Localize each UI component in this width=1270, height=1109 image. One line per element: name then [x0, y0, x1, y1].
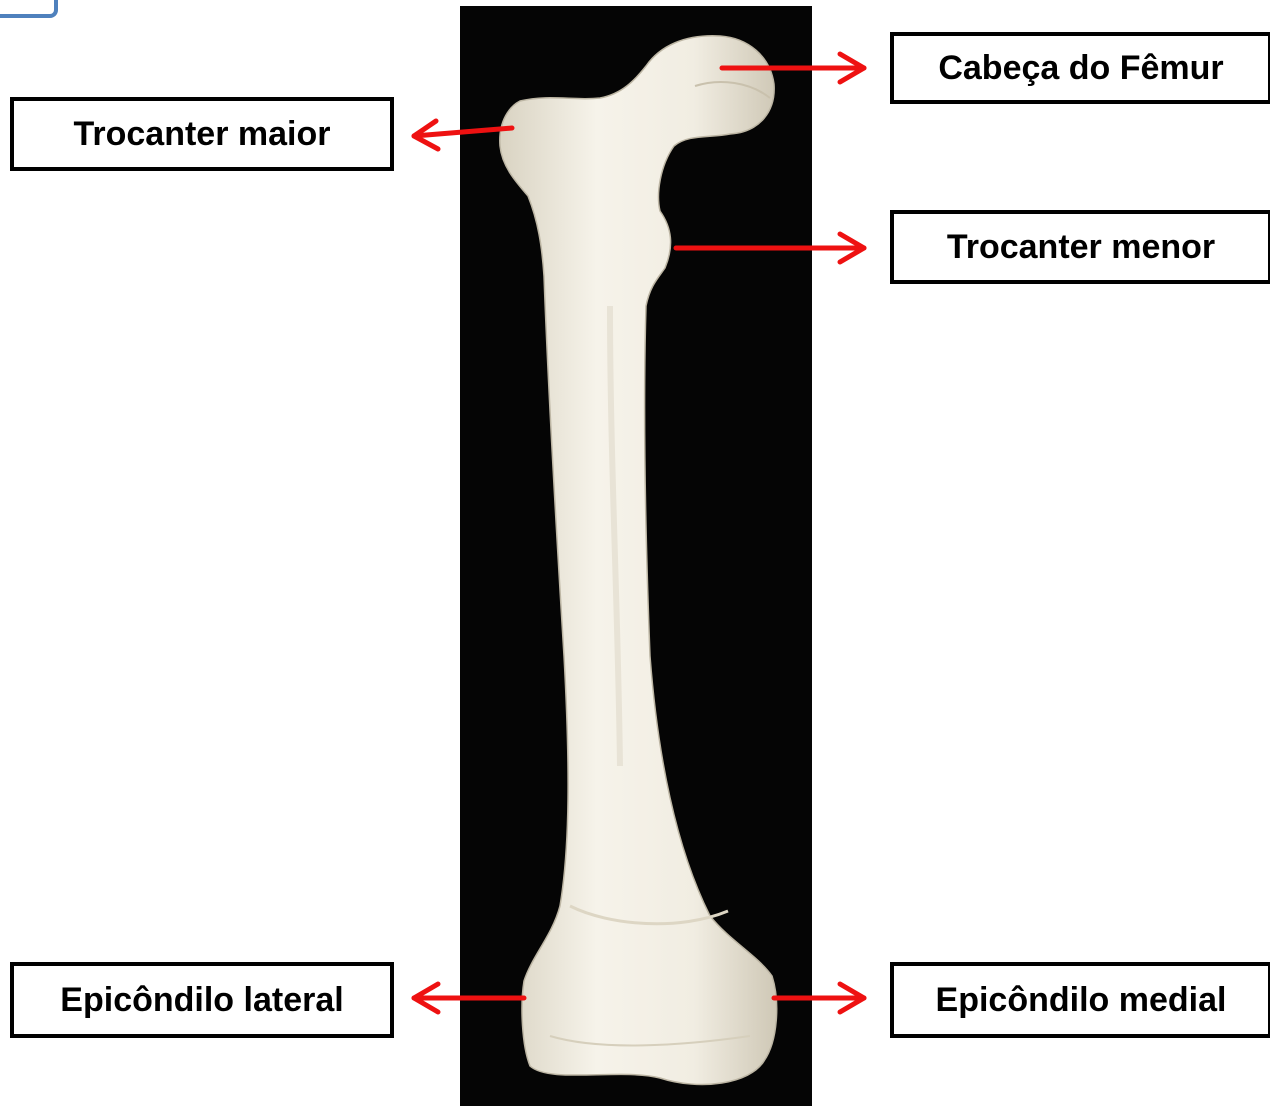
label-greater-trochanter: Trocanter maior — [10, 97, 394, 171]
femur-bone-shape — [500, 36, 777, 1085]
label-lesser-trochanter: Trocanter menor — [890, 210, 1270, 284]
label-medial-epicondyle: Epicôndilo medial — [890, 962, 1270, 1038]
label-femur-head: Cabeça do Fêmur — [890, 32, 1270, 104]
femur-bone-illustration — [460, 6, 812, 1106]
label-lateral-epicondyle: Epicôndilo lateral — [10, 962, 394, 1038]
femur-photo — [460, 6, 812, 1106]
corner-accent-shape — [0, 0, 58, 18]
